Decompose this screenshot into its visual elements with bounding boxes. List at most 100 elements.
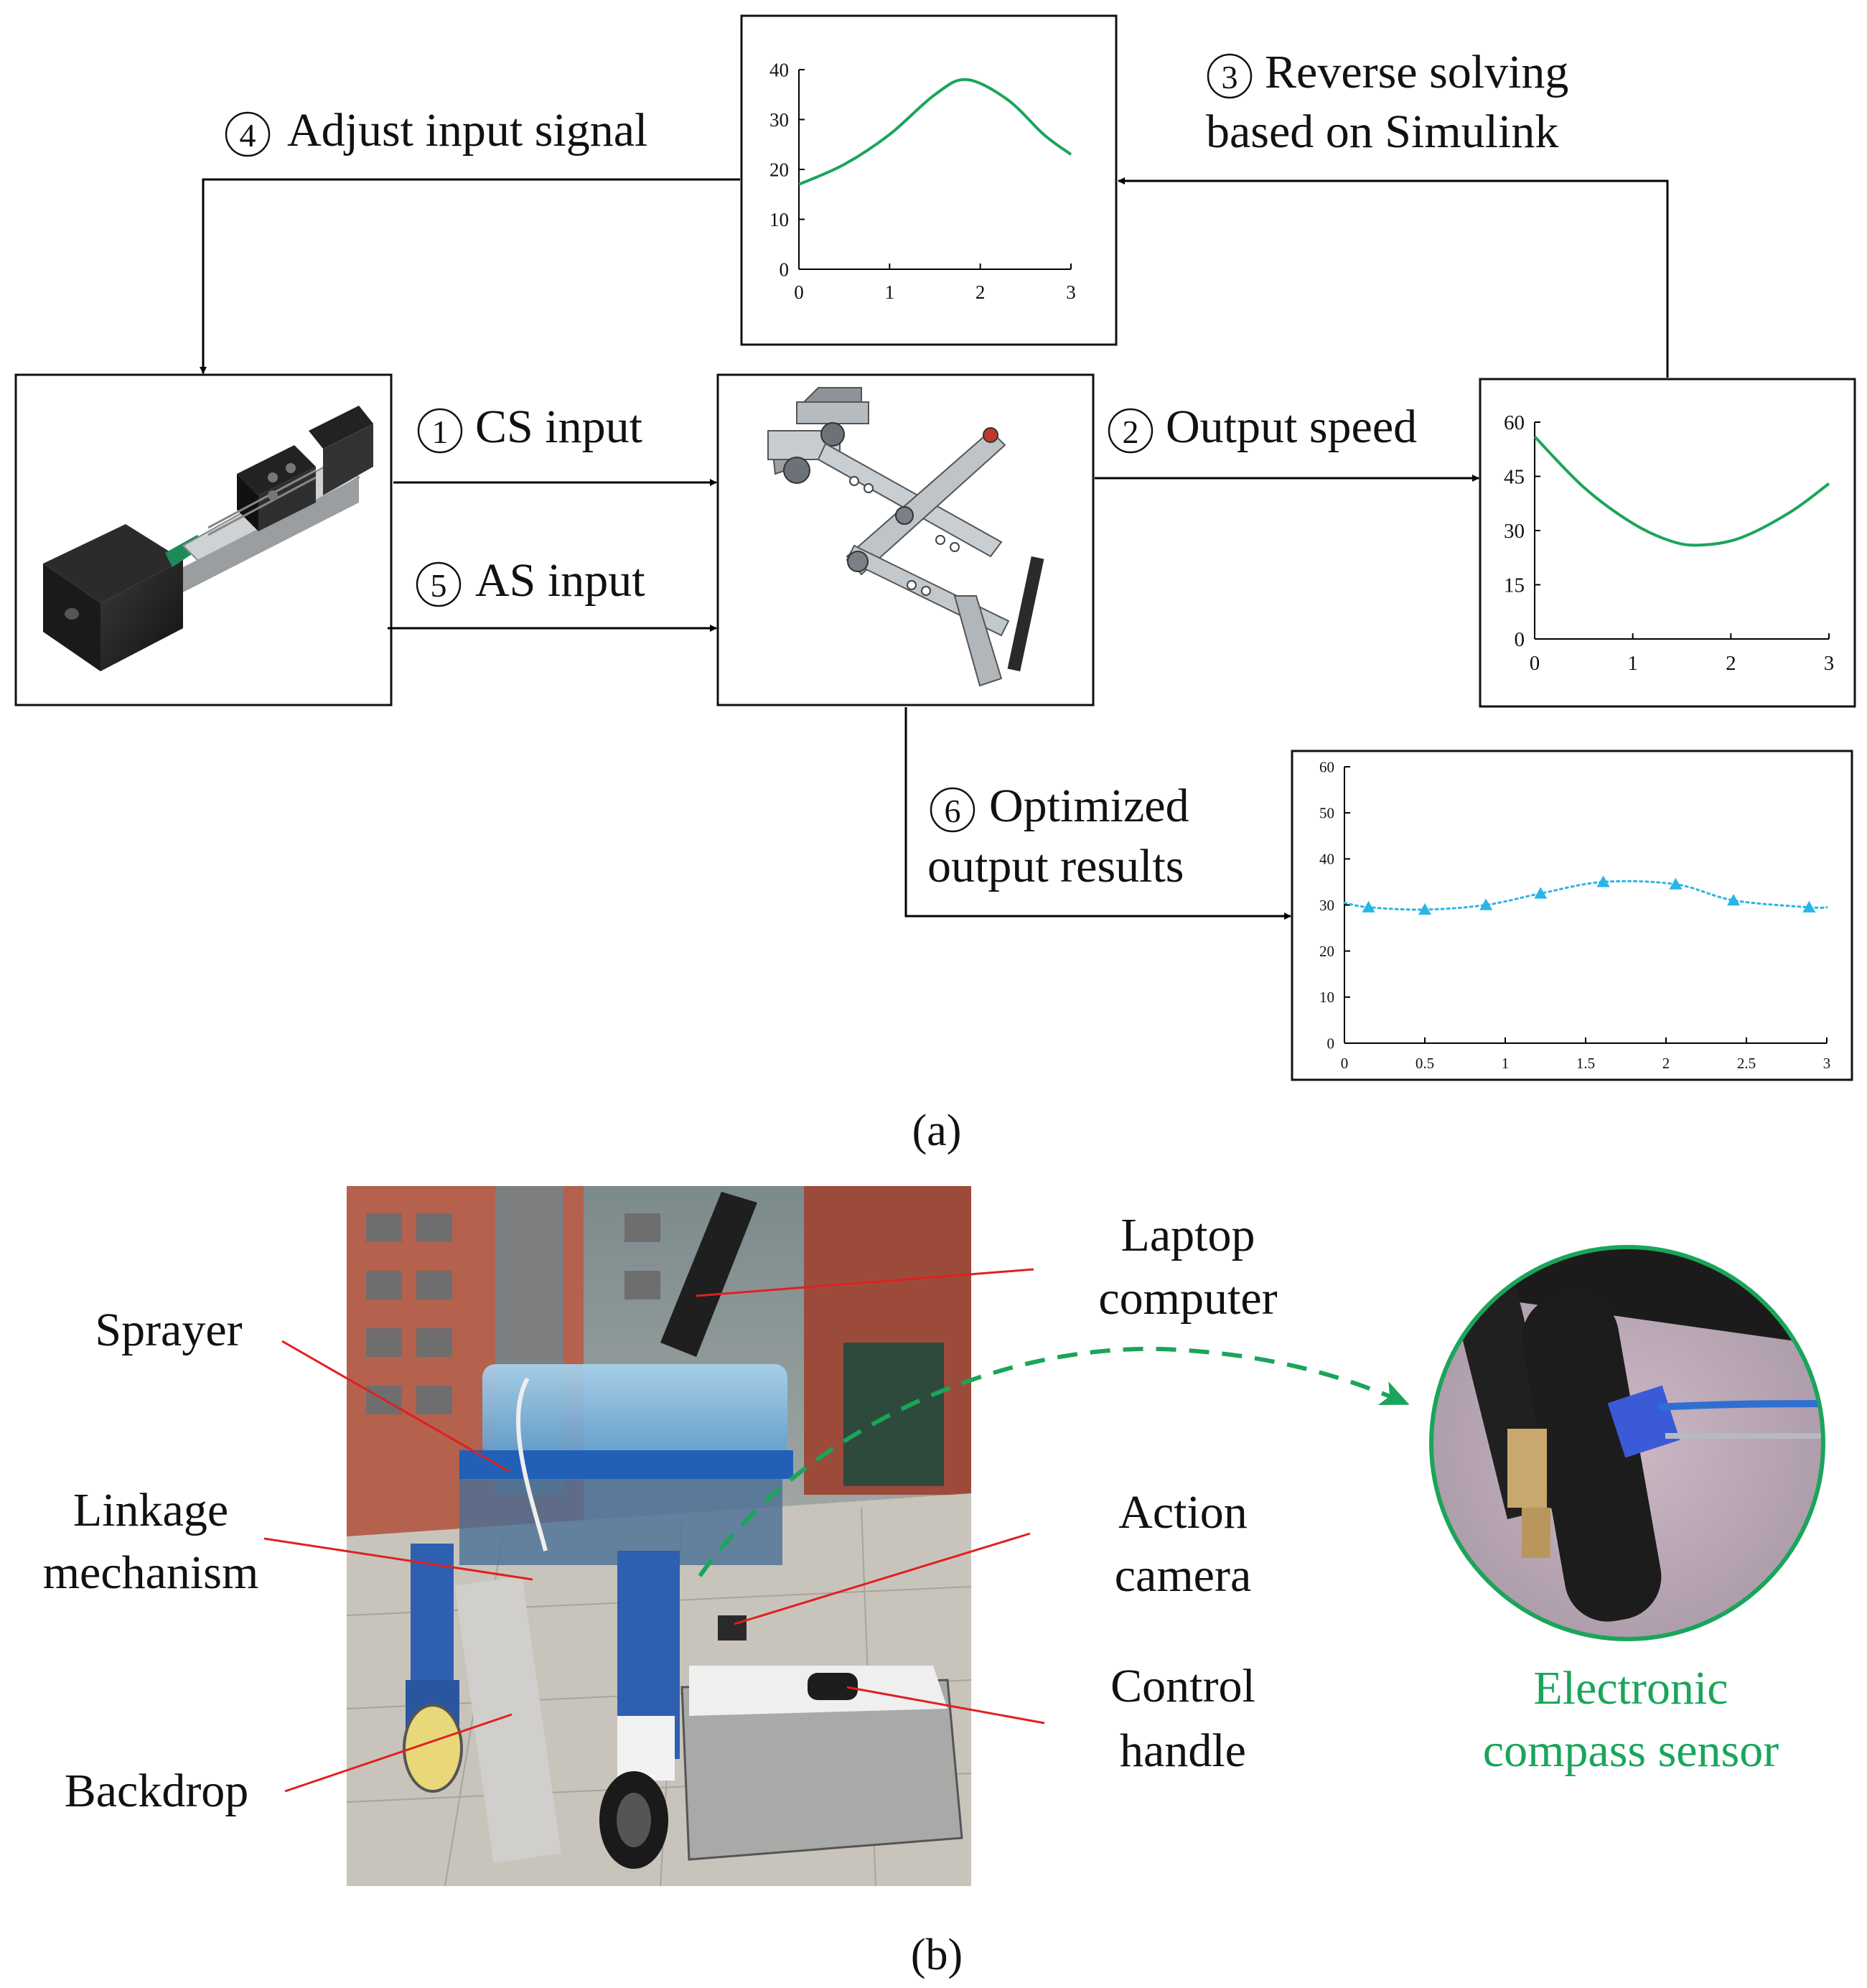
step4-number-circle — [225, 111, 271, 157]
bottom-data-point — [1669, 877, 1683, 890]
label-compass-line2: compass sensor — [1483, 1725, 1779, 1777]
right-x-tick-label: 1 — [1627, 652, 1638, 675]
step4-text: Adjust input signal — [287, 104, 647, 157]
bottom-x-tick-label: 2 — [1662, 1055, 1670, 1072]
label-handle-line2: handle — [1120, 1725, 1246, 1777]
right-x-tick-label: 3 — [1824, 652, 1835, 675]
top-y-tick-label: 0 — [780, 258, 790, 280]
label-compass-line1: Electronic — [1533, 1662, 1728, 1714]
step3-number-circle — [1207, 53, 1253, 99]
right-y-tick-label: 0 — [1515, 628, 1525, 651]
leader-sprayer — [281, 1340, 510, 1473]
arrow-optimized-output — [904, 707, 1291, 920]
step2-number-circle — [1108, 408, 1154, 454]
right-y-tick-label: 15 — [1504, 574, 1525, 597]
bottom-y-tick-label: 10 — [1319, 989, 1334, 1006]
bottom-y-tick-label: 50 — [1319, 805, 1334, 822]
panel-b-caption: (b) — [911, 1931, 963, 1979]
actuator-box — [14, 373, 393, 706]
label-linkage-line1: Linkage — [73, 1484, 228, 1536]
bottom-data-point — [1418, 902, 1431, 915]
bottom-x-tick-label: 0.5 — [1416, 1055, 1434, 1072]
step3-text-line1: Reverse solving — [1265, 46, 1568, 98]
bottom-data-point — [1727, 894, 1741, 906]
leader-camera — [734, 1532, 1031, 1625]
top-x-tick-label: 1 — [885, 281, 895, 303]
bottom-y-tick-label: 0 — [1327, 1035, 1335, 1052]
stepper-motor-image — [43, 406, 373, 671]
label-laptop-line1: Laptop — [1121, 1209, 1255, 1261]
step1-number: 1 — [432, 414, 449, 450]
label-camera-line2: camera — [1115, 1549, 1252, 1602]
linkage-box — [716, 373, 1095, 706]
step5-number: 5 — [431, 567, 447, 604]
top-y-tick-label: 30 — [769, 109, 789, 131]
step5-number-circle — [416, 561, 462, 607]
step6-number-circle — [930, 787, 975, 833]
panel-a-caption: (a) — [912, 1106, 962, 1155]
bottom-x-tick-label: 2.5 — [1737, 1055, 1756, 1072]
leader-lines — [263, 1268, 1045, 1793]
right-x-tick-label: 0 — [1530, 652, 1540, 675]
label-camera-line1: Action — [1118, 1486, 1248, 1539]
bottom-data-point — [1802, 900, 1816, 913]
bottom-y-tick-label: 60 — [1319, 758, 1334, 775]
label-laptop-line2: computer — [1098, 1272, 1277, 1325]
top-series-line — [798, 78, 1072, 186]
compass-sensor-inset — [1429, 1245, 1825, 1641]
bottom-x-tick-label: 3 — [1823, 1055, 1831, 1072]
step2-number: 2 — [1123, 414, 1139, 450]
bottom-x-tick-label: 0 — [1341, 1055, 1349, 1072]
step6-text-line1: Optimized — [989, 780, 1189, 832]
arrow-adjust-signal — [200, 178, 740, 374]
bottom-y-tick-label: 20 — [1319, 943, 1334, 960]
step4-label: 4 Adjust input signal — [225, 104, 647, 157]
label-linkage-line2: mechanism — [43, 1546, 259, 1599]
right-y-tick-label: 60 — [1504, 411, 1525, 434]
flow-arrows — [200, 177, 1669, 920]
bottom-y-tick-label: 30 — [1319, 897, 1334, 914]
step3-number: 3 — [1222, 59, 1238, 95]
label-sprayer: Sprayer — [95, 1304, 242, 1356]
top-chart-box — [740, 14, 1118, 346]
step6-number: 6 — [945, 793, 961, 829]
leader-handle — [846, 1686, 1045, 1725]
robot-photo — [346, 1186, 972, 1887]
top-y-tick-label: 20 — [769, 159, 789, 180]
bottom-chart-box — [1291, 750, 1853, 1081]
step5-text: AS input — [475, 554, 645, 607]
label-handle-line1: Control — [1110, 1660, 1255, 1712]
right-y-tick-label: 45 — [1504, 466, 1525, 489]
bottom-x-tick-label: 1 — [1502, 1055, 1510, 1072]
step3-label: 3 Reverse solving based on Simulink — [1206, 46, 1568, 158]
right-chart-box — [1479, 378, 1856, 708]
arrow-reverse-solving — [1118, 177, 1669, 378]
bottom-data-point — [1362, 900, 1375, 913]
bottom-data-point — [1596, 875, 1610, 887]
step4-number: 4 — [240, 117, 256, 154]
step6-label: 6 Optimized output results — [927, 780, 1189, 892]
top-x-tick-label: 3 — [1066, 281, 1076, 303]
photo-labels: Sprayer Linkage mechanism Backdrop Lapto… — [43, 1209, 1779, 1817]
bottom-data-point — [1534, 887, 1548, 899]
right-x-tick-label: 2 — [1726, 652, 1736, 675]
leader-linkage — [263, 1537, 533, 1581]
leader-laptop — [696, 1268, 1034, 1297]
step2-text: Output speed — [1166, 401, 1417, 453]
top-y-tick-label: 10 — [769, 209, 789, 230]
panel-b: Sprayer Linkage mechanism Backdrop Lapto… — [43, 1186, 1825, 1979]
bottom-y-tick-label: 40 — [1319, 851, 1334, 868]
step1-text: CS input — [475, 401, 642, 453]
right-series-line — [1533, 435, 1830, 547]
bottom-x-tick-label: 1.5 — [1576, 1055, 1595, 1072]
bottom-data-point — [1479, 898, 1493, 910]
leader-backdrop — [284, 1713, 513, 1793]
step3-text-line2: based on Simulink — [1206, 106, 1558, 158]
step1-number-circle — [417, 408, 463, 454]
label-backdrop: Backdrop — [65, 1765, 249, 1817]
